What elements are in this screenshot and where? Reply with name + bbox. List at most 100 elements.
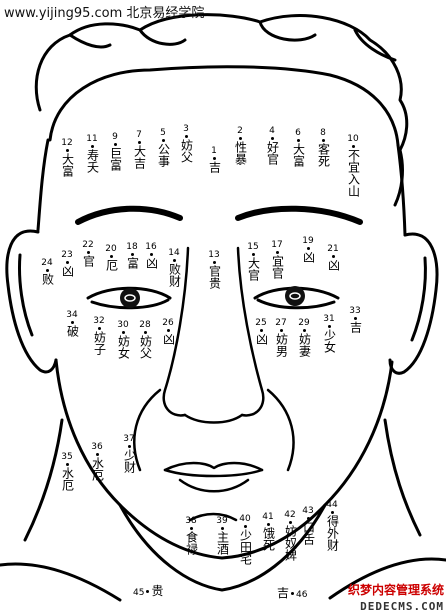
point-dot <box>275 251 279 254</box>
point-label: 大富 <box>60 153 75 177</box>
point-number: 6 <box>295 128 301 138</box>
upper-lip <box>163 461 264 472</box>
right-eyebrow <box>235 205 363 225</box>
point-number: 19 <box>302 236 314 246</box>
right-temple <box>396 143 407 237</box>
shoulder-left <box>0 562 122 602</box>
point-dot <box>113 143 117 146</box>
point-27: 27 妨男 <box>270 318 292 357</box>
point-label: 好官 <box>265 141 280 165</box>
point-label: 贵 <box>151 584 164 598</box>
point-number: 37 <box>123 434 135 444</box>
point-label: 官 <box>81 255 96 267</box>
face-contour <box>54 358 394 560</box>
point-label: 巨富 <box>108 147 123 171</box>
point-number: 17 <box>271 240 283 250</box>
point-23: 23 凶 <box>56 250 78 277</box>
point-label: 凶 <box>60 265 75 277</box>
point-dot <box>296 139 300 142</box>
point-number: 38 <box>185 516 197 526</box>
hair-wave-3 <box>353 28 397 62</box>
point-dot <box>172 259 176 262</box>
mouth-line <box>163 468 264 478</box>
point-label: 水厄 <box>60 467 75 491</box>
point-label: 妨妻 <box>297 333 312 357</box>
right-fold <box>266 388 295 472</box>
point-dot <box>184 135 188 138</box>
point-dot <box>327 325 331 328</box>
point-dot <box>161 139 165 142</box>
point-number: 1 <box>211 146 217 156</box>
point-dot <box>306 517 310 520</box>
point-label: 凶 <box>144 257 159 269</box>
point-number: 11 <box>86 134 98 144</box>
point-number: 28 <box>139 320 151 330</box>
point-label: 凶 <box>301 251 316 263</box>
point-19: 19 凶 <box>297 236 319 263</box>
point-label: 不宜入山 <box>346 149 361 197</box>
point-label: 大富 <box>291 143 306 167</box>
point-label: 妨父 <box>179 139 194 163</box>
hairline <box>48 65 400 147</box>
point-number: 9 <box>112 132 118 142</box>
hair-wave-2 <box>258 20 317 42</box>
point-dot <box>189 527 193 530</box>
nose-left <box>162 246 190 417</box>
point-number: 18 <box>126 242 138 252</box>
chin <box>188 512 238 522</box>
point-label: 水厄 <box>90 457 105 481</box>
nose-tip <box>183 413 244 424</box>
point-label: 吉 <box>207 161 222 173</box>
point-dot <box>97 327 101 330</box>
point-dot <box>65 261 69 264</box>
point-label: 凶 <box>161 333 176 345</box>
point-number: 23 <box>61 250 73 260</box>
point-dot <box>121 331 125 334</box>
point-number: 13 <box>208 250 220 260</box>
point-label: 妨男 <box>274 333 289 357</box>
point-number: 16 <box>145 242 157 252</box>
watermark-title: 织梦内容管理系统 <box>347 583 444 597</box>
point-dot <box>65 149 69 152</box>
point-dot <box>302 329 306 332</box>
point-number: 20 <box>105 244 117 254</box>
point-6: 6 大富 <box>287 128 309 167</box>
point-number: 35 <box>61 452 73 462</box>
point-dot <box>212 157 216 160</box>
point-number: 21 <box>327 244 339 254</box>
point-number: 27 <box>275 318 287 328</box>
point-label: 客死 <box>316 143 331 167</box>
point-number: 39 <box>216 516 228 526</box>
point-dot <box>259 329 263 332</box>
point-dot <box>149 253 153 256</box>
point-dot <box>130 253 134 256</box>
hair-wave-1 <box>138 28 187 46</box>
point-label: 妨父 <box>138 335 153 359</box>
point-number: 45 <box>133 588 145 598</box>
neck-right <box>383 418 422 537</box>
right-eye-lower <box>256 298 336 310</box>
point-label: 少田宅 <box>238 529 253 565</box>
right-ear-inner <box>410 256 427 342</box>
shoulder-right <box>328 557 446 600</box>
